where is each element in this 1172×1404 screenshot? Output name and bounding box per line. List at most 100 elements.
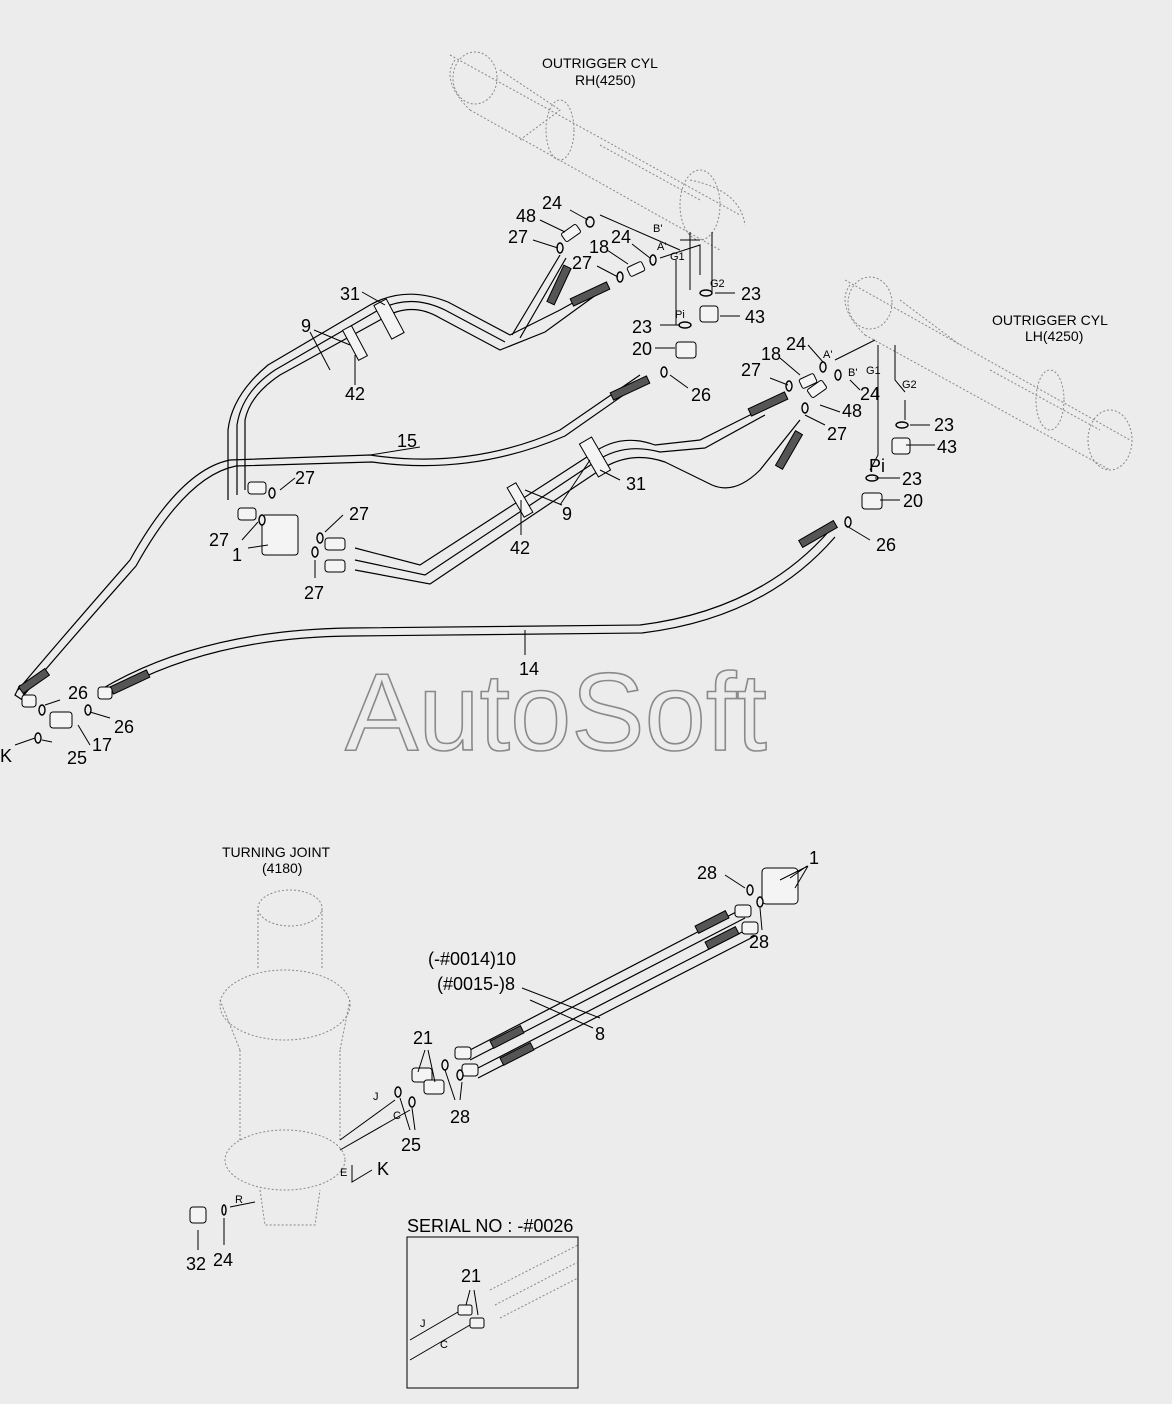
outrigger-cylinder-rh-ghost — [449, 51, 746, 251]
part-48: 48 — [516, 206, 536, 226]
part-27: 27 — [827, 424, 847, 444]
port-r: R — [235, 1194, 243, 1206]
port-e: E — [340, 1167, 347, 1179]
part-42: 42 — [345, 384, 365, 404]
lh-cylinder-code: LH(4250) — [1025, 328, 1083, 344]
turning-joint-ghost — [219, 889, 351, 1226]
part-26: 26 — [114, 717, 134, 737]
leader-lines — [14, 209, 935, 1250]
part-20: 20 — [632, 339, 652, 359]
tee-17 — [49, 711, 73, 729]
port-pi-lh: Pi — [869, 456, 885, 476]
hose-note-8: (#0015-)8 — [437, 974, 515, 994]
serial-inset: 21 — [406, 1236, 579, 1389]
part-43: 43 — [745, 307, 765, 327]
part-15: 15 — [397, 431, 417, 451]
part-27: 27 — [572, 253, 592, 273]
clamp-42-lower — [506, 482, 534, 518]
part-23: 23 — [741, 284, 761, 304]
part-43: 43 — [937, 437, 957, 457]
port-g1-lh: G1 — [866, 365, 881, 377]
turning-joint-code: (4180) — [262, 860, 302, 876]
port-a-lh: A' — [823, 349, 832, 361]
part-24: 24 — [786, 334, 806, 354]
plug-43-lh — [891, 437, 911, 455]
port-c: C — [393, 1110, 401, 1122]
part-26: 26 — [876, 535, 896, 555]
part-9: 9 — [301, 316, 311, 336]
port-a-rh: A' — [657, 241, 666, 253]
part-23: 23 — [632, 317, 652, 337]
part-24: 24 — [611, 227, 631, 247]
part-18: 18 — [761, 344, 781, 364]
port-j: J — [373, 1091, 379, 1103]
port-b-rh: B' — [653, 223, 662, 235]
part-21: 21 — [461, 1266, 481, 1286]
elbow-48-lh — [807, 380, 827, 398]
rh-cylinder-code: RH(4250) — [575, 72, 636, 88]
rh-cylinder-title: OUTRIGGER CYL — [542, 55, 658, 71]
port-j-inset: J — [420, 1318, 426, 1330]
port-b-lh: B' — [848, 367, 857, 379]
clamp-31-upper — [373, 298, 405, 340]
o-rings-lower — [221, 884, 764, 1216]
part-26: 26 — [68, 683, 88, 703]
part-25: 25 — [67, 748, 87, 768]
part-14: 14 — [519, 659, 539, 679]
hose-lines-upper — [14, 254, 836, 707]
adapters-21 — [411, 1067, 445, 1095]
clamp-31-lower — [578, 436, 612, 478]
part-28: 28 — [749, 932, 769, 952]
part-42: 42 — [510, 538, 530, 558]
part-27: 27 — [508, 227, 528, 247]
part-8: 8 — [595, 1024, 605, 1044]
part-23: 23 — [934, 415, 954, 435]
part-31: 31 — [340, 284, 360, 304]
part-27: 27 — [209, 530, 229, 550]
outrigger-cylinder-lh-ghost — [844, 276, 1133, 471]
part-27: 27 — [741, 360, 761, 380]
plug-43-rh — [699, 305, 719, 323]
part-9: 9 — [562, 504, 572, 524]
port-g2-rh: G2 — [710, 278, 725, 290]
adapter-18-rh — [626, 261, 646, 277]
turning-joint-title: TURNING JOINT — [222, 844, 331, 860]
part-48: 48 — [842, 401, 862, 421]
part-24: 24 — [860, 384, 880, 404]
part-21: 21 — [413, 1028, 433, 1048]
adapter-18-lh — [798, 373, 818, 389]
hose-note-10: (-#0014)10 — [428, 949, 516, 969]
part-28: 28 — [697, 863, 717, 883]
block-1-upper — [261, 514, 299, 556]
part-32: 32 — [186, 1254, 206, 1274]
part-28: 28 — [450, 1107, 470, 1127]
part-17: 17 — [92, 735, 112, 755]
port-labels: B' A' G1 G2 Pi A' B' G1 G2 Pi J C E R J … — [235, 223, 917, 1351]
hose-fittings — [17, 264, 839, 708]
part-18: 18 — [589, 237, 609, 257]
part-number-callouts: 24 48 27 18 24 27 23 43 31 9 23 20 42 26… — [67, 193, 957, 1274]
part-27: 27 — [304, 583, 324, 603]
part-1: 1 — [809, 848, 819, 868]
o-rings-upper — [34, 216, 909, 744]
part-26: 26 — [691, 385, 711, 405]
part-23: 23 — [902, 469, 922, 489]
part-24: 24 — [542, 193, 562, 213]
part-31: 31 — [626, 474, 646, 494]
part-27: 27 — [349, 504, 369, 524]
connector-k-upper: K — [0, 746, 12, 766]
elbow-20-rh — [675, 341, 697, 359]
block-1-lower — [761, 867, 799, 905]
clamp-42-upper — [341, 324, 369, 362]
serial-range-label: SERIAL NO : -#0026 — [407, 1216, 573, 1236]
watermark: AutoSoft — [345, 651, 767, 774]
port-g1-rh: G1 — [670, 251, 685, 263]
part-24: 24 — [213, 1250, 233, 1270]
port-pi-rh: Pi — [675, 309, 685, 321]
port-c-inset: C — [440, 1339, 448, 1351]
port-g2-lh: G2 — [902, 379, 917, 391]
elbow-20-lh — [861, 492, 883, 510]
connector-k-lower: K — [377, 1159, 389, 1179]
part-20: 20 — [903, 491, 923, 511]
part-25: 25 — [401, 1135, 421, 1155]
